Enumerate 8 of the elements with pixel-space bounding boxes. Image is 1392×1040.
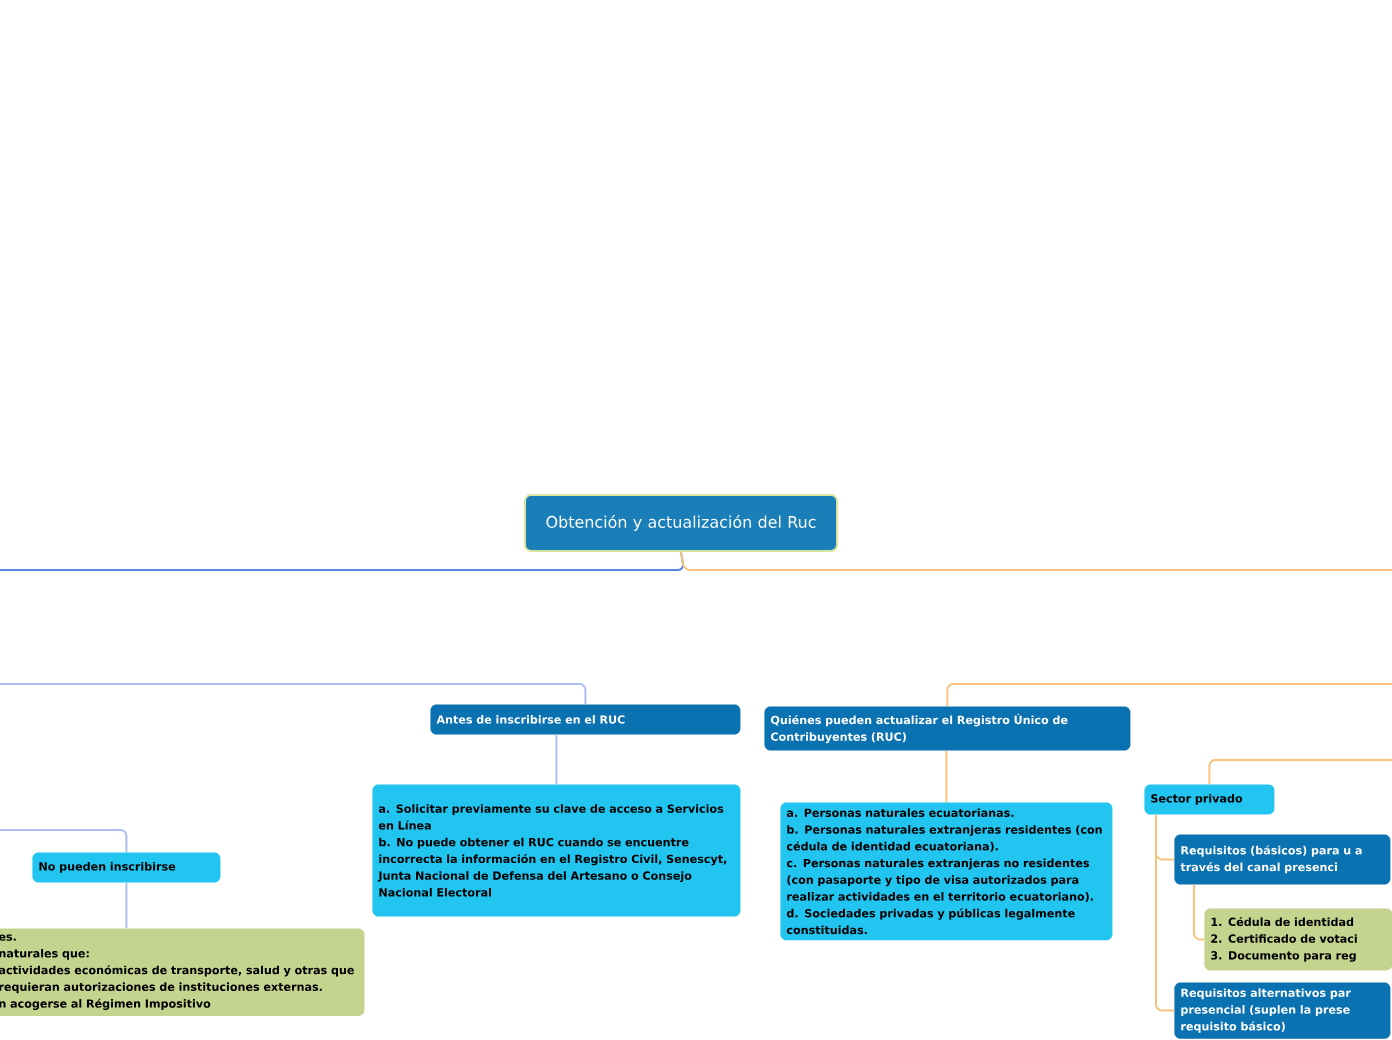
connector-line	[945, 749, 948, 803]
connector-line	[1193, 883, 1205, 941]
connector-line	[0, 829, 128, 853]
connector-line	[680, 551, 1392, 571]
connector-line	[1155, 813, 1175, 1012]
connector-line	[0, 683, 587, 705]
connector-line	[555, 733, 558, 785]
connector-line	[125, 881, 128, 929]
